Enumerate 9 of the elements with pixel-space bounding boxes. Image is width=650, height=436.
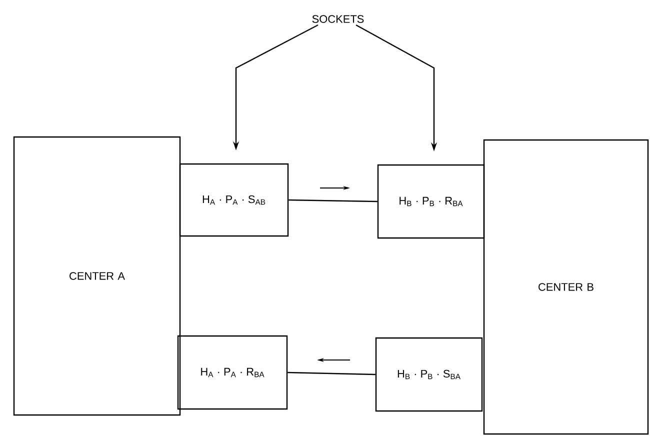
socket-box: H$_{B}$ · P$_{B}$ · S$_{BA}$ <box>375 337 483 412</box>
socket-box: H$_{A}$ · P$_{A}$ · R$_{BA}$ <box>177 335 288 410</box>
socket-box: H$_{A}$ · P$_{A}$ · S$_{AB}$ <box>179 163 289 237</box>
caption-text: SOCKETS <box>312 15 364 23</box>
socket-box: H$_{B}$ · P$_{B}$ · R$_{BA}$ <box>377 164 485 239</box>
center-box: CENTER B <box>483 139 649 435</box>
center-box: CENTER A <box>13 136 181 416</box>
connector-line <box>288 199 378 202</box>
connector-line <box>288 372 376 376</box>
